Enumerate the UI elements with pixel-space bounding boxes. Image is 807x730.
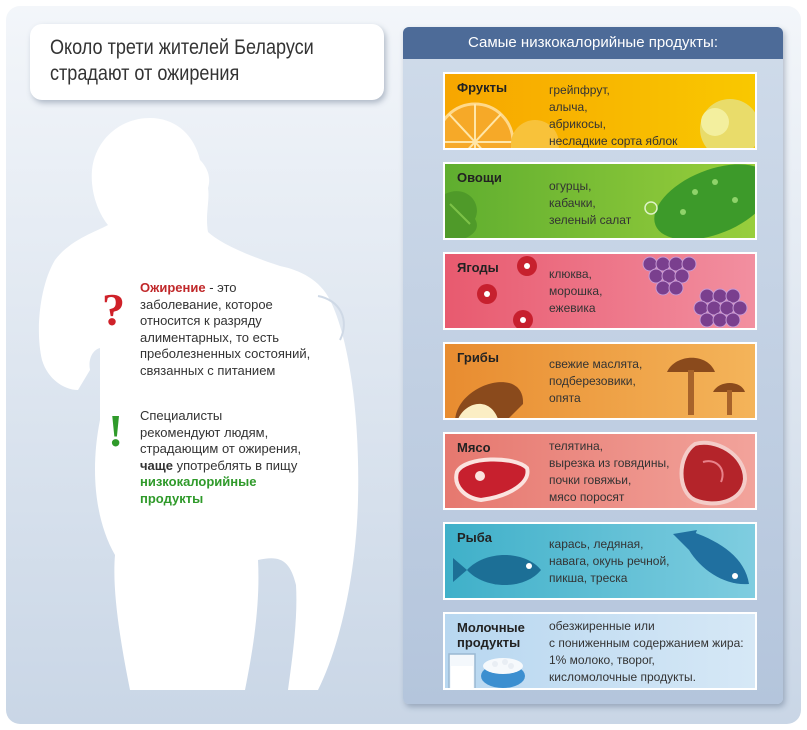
item: свежие маслята, bbox=[549, 357, 643, 371]
fruit-icon bbox=[445, 99, 755, 148]
advice-line: рекомендуют людям, bbox=[140, 424, 269, 440]
category-dairy: Молочные продукты обезжиренные или с пон… bbox=[443, 612, 757, 690]
obesity-line: связанных с питанием bbox=[140, 362, 276, 378]
question-mark-icon: ? bbox=[102, 284, 125, 335]
item: опята bbox=[549, 391, 581, 405]
item: 1% молоко, творог, bbox=[549, 653, 655, 667]
category-name: Рыба bbox=[457, 530, 493, 545]
advice-after: употреблять в пищу bbox=[172, 457, 298, 473]
dairy-icon bbox=[448, 653, 525, 688]
fish-icon bbox=[453, 530, 749, 585]
item: вырезка из говядины, bbox=[549, 456, 670, 470]
category-items: грейпфрут, алыча, абрикосы, несладкие со… bbox=[549, 82, 678, 148]
category-items: клюква, морошка, ежевика bbox=[549, 266, 602, 317]
item: несладкие сорта яблок bbox=[549, 134, 678, 148]
advice-line: Специалисты bbox=[140, 408, 223, 423]
item: кабачки, bbox=[549, 196, 596, 210]
category-name: Грибы bbox=[457, 350, 499, 365]
exclamation-mark-icon: ! bbox=[108, 405, 124, 456]
obesity-definition: Ожирение - это заболевание, которое отно… bbox=[140, 280, 310, 379]
advice-bold: чаще bbox=[140, 457, 173, 473]
title-line-2: страдают от ожирения bbox=[50, 62, 240, 85]
category-items: карась, ледяная, навага, окунь речной, п… bbox=[549, 536, 669, 587]
category-name: Фрукты bbox=[457, 80, 508, 95]
obesity-line: относится к разряду bbox=[140, 313, 262, 328]
panel-heading: Самые низкокалорийные продукты: bbox=[403, 27, 783, 59]
category-items: телятина, вырезка из говядины, почки гов… bbox=[549, 438, 669, 506]
cucumber-icon bbox=[445, 164, 755, 238]
item: грейпфрут, bbox=[549, 83, 610, 97]
category-meat: Мясо телятина, вырезка из говядины, почк… bbox=[443, 432, 757, 510]
advice-green-2: продукты bbox=[140, 490, 204, 506]
meat-icon bbox=[454, 440, 748, 506]
item: обезжиренные или bbox=[549, 619, 655, 633]
item: навага, окунь речной, bbox=[549, 554, 670, 568]
obesity-line: преболезненных состояний, bbox=[140, 346, 311, 361]
item: почки говяжьи, bbox=[549, 473, 632, 487]
item: зеленый салат bbox=[549, 213, 632, 227]
obesity-rest: - это bbox=[205, 280, 237, 295]
title-line-1: Около трети жителей Беларуси bbox=[50, 36, 314, 59]
item: огурцы, bbox=[549, 179, 592, 193]
item: подберезовики, bbox=[549, 374, 636, 388]
mushroom-icon bbox=[455, 357, 745, 418]
item: мясо поросят bbox=[549, 490, 625, 504]
category-items: свежие маслята, подберезовики, опята bbox=[549, 356, 642, 407]
category-name: Ягоды bbox=[457, 260, 499, 275]
advice-green-1: низкокалорийные bbox=[140, 474, 257, 489]
category-name-line: Молочные bbox=[457, 620, 525, 635]
category-items: обезжиренные или с пониженным содержание… bbox=[549, 618, 744, 686]
item: пикша, треска bbox=[549, 571, 628, 585]
item: морошка, bbox=[549, 284, 603, 298]
item: клюква, bbox=[549, 267, 592, 281]
category-items: огурцы, кабачки, зеленый салат bbox=[549, 178, 631, 229]
category-name-line: продукты bbox=[457, 635, 521, 650]
item: телятина, bbox=[549, 439, 603, 453]
title-box: Около трети жителей Беларуси страдают от… bbox=[30, 24, 384, 100]
category-name: Овощи bbox=[457, 170, 502, 185]
category-name: Молочные продукты bbox=[457, 620, 525, 650]
category-fish: Рыба карась, ледяная, навага, окунь речн… bbox=[443, 522, 757, 600]
item: с пониженным содержанием жира: bbox=[549, 636, 744, 650]
advice-text: Специалисты рекомендуют людям, страдающи… bbox=[140, 408, 301, 507]
berries-icon bbox=[477, 256, 748, 328]
item: карась, ледяная, bbox=[549, 537, 644, 551]
obesity-line: алиментарных, то есть bbox=[140, 329, 280, 345]
category-name: Мясо bbox=[457, 440, 491, 455]
item: ежевика bbox=[549, 301, 596, 315]
category-berries: Ягоды клюква, морошка, ежевика bbox=[443, 252, 757, 330]
obesity-term: Ожирение bbox=[140, 280, 206, 295]
item: кисломолочные продукты. bbox=[549, 670, 696, 684]
obesity-line: заболевание, которое bbox=[140, 296, 273, 312]
item: абрикосы, bbox=[549, 117, 606, 131]
category-vegetables: Овощи огурцы, кабачки, зеленый салат bbox=[443, 162, 757, 240]
category-fruits: Фрукты грейпфрут, алыча, абрикосы, несла… bbox=[443, 72, 757, 150]
item: алыча, bbox=[549, 100, 588, 114]
category-mushrooms: Грибы свежие маслята, подберезовики, опя… bbox=[443, 342, 757, 420]
advice-line: страдающим от ожирения, bbox=[140, 441, 302, 456]
